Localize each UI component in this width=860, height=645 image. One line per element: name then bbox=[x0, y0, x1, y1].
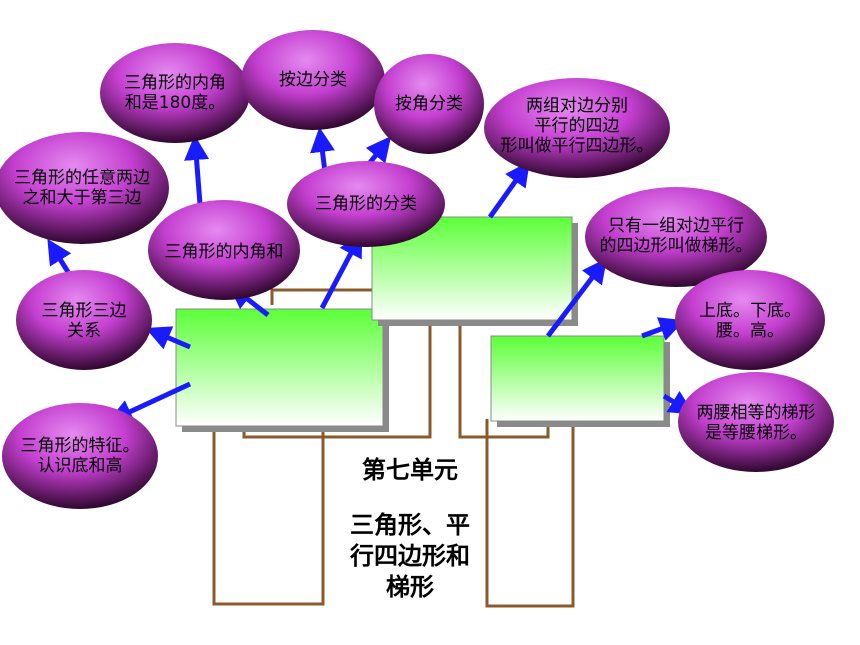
bubble-isosceles: 两腰相等的梯形 是等腰梯形。 bbox=[678, 398, 834, 448]
bubble-by-side: 按边分类 bbox=[241, 50, 385, 110]
bubble-two-sides-shape bbox=[0, 132, 169, 244]
bubble-by-side-text: 按边分类 bbox=[279, 70, 347, 90]
bubble-angle-sum-text: 三角形的内角和 bbox=[164, 242, 284, 262]
bubble-trapezoid-parts-shape bbox=[675, 270, 825, 370]
unit-label: 第七单元 bbox=[362, 456, 458, 484]
bubble-trapezoid-def-text: 只有一组对边平行 的四边形叫做梯形。 bbox=[599, 216, 753, 256]
bubble-parallelogram: 两组对边分别 平行的四边 形叫做平行四边形。 bbox=[484, 84, 670, 168]
bubble-classification-text: 三角形的分类 bbox=[315, 194, 417, 214]
bubble-angle-sum: 三角形的内角和 bbox=[148, 232, 300, 272]
bubble-two-sides: 三角形的任意两边 之和大于第三边 bbox=[0, 150, 169, 226]
right-trunk bbox=[485, 419, 575, 608]
bubble-shapes bbox=[0, 30, 834, 509]
bubble-side-relation-text: 三角形三边 关系 bbox=[41, 301, 127, 341]
arrow-to-trapezoid-def bbox=[546, 258, 608, 338]
bubble-side-relation-shape bbox=[16, 270, 152, 370]
bubble-sum-180: 三角形的内角 和是180度。 bbox=[100, 48, 250, 138]
arrow-to-two-sides bbox=[47, 238, 72, 274]
bubble-trapezoid-def: 只有一组对边平行 的四边形叫做梯形。 bbox=[585, 210, 767, 262]
arrow-to-sum-180 bbox=[184, 135, 210, 205]
bubble-by-side-shape bbox=[241, 30, 385, 130]
bubble-classification-shape bbox=[287, 161, 445, 247]
bubble-by-angle: 按角分类 bbox=[374, 74, 484, 134]
bubble-features-shape bbox=[2, 403, 158, 509]
bubble-angle-sum-shape bbox=[148, 200, 300, 300]
bubble-isosceles-shape bbox=[678, 372, 834, 472]
bubble-side-relation: 三角形三边 关系 bbox=[16, 298, 152, 344]
topic-title: 三角形、平 行四边形和 梯形 bbox=[330, 510, 490, 603]
bubble-parallelogram-text: 两组对边分别 平行的四边 形叫做平行四边形。 bbox=[500, 96, 654, 156]
arrow-to-trapezoid-parts bbox=[641, 317, 685, 341]
bubble-two-sides-text: 三角形的任意两边 之和大于第三边 bbox=[14, 168, 150, 208]
arrow-to-by-side bbox=[310, 127, 335, 173]
box-center bbox=[371, 216, 578, 326]
upper-trunk-left bbox=[270, 288, 372, 305]
bubble-trapezoid-parts: 上底。下底。 腰。高。 bbox=[675, 296, 825, 346]
left-trunk bbox=[212, 425, 325, 606]
box-left bbox=[175, 308, 389, 432]
box-right bbox=[490, 335, 670, 427]
bubble-trapezoid-parts-text: 上底。下底。 腰。高。 bbox=[699, 301, 801, 341]
bubble-features-text: 三角形的特征。 认识底和高 bbox=[20, 436, 140, 476]
unit-title: 第七单元 bbox=[330, 455, 490, 485]
bubble-isosceles-text: 两腰相等的梯形 是等腰梯形。 bbox=[696, 403, 816, 443]
bubble-classification: 三角形的分类 bbox=[287, 184, 445, 224]
bubble-parallelogram-shape bbox=[484, 78, 670, 178]
center-right-connector bbox=[458, 318, 550, 439]
arrow-to-side-relation bbox=[145, 326, 191, 350]
bubble-by-angle-shape bbox=[374, 54, 484, 154]
arrow-to-parallelogram bbox=[487, 160, 530, 219]
bubble-by-angle-text: 按角分类 bbox=[395, 94, 463, 114]
bubble-sum-180-shape bbox=[100, 43, 250, 143]
bubble-features: 三角形的特征。 认识底和高 bbox=[2, 430, 158, 482]
topic-label: 三角形、平 行四边形和 梯形 bbox=[350, 511, 470, 601]
bubble-sum-180-text: 三角形的内角 和是180度。 bbox=[124, 73, 226, 113]
arrow-to-classification bbox=[319, 231, 363, 310]
arrow-to-by-angle bbox=[365, 136, 392, 167]
bubble-trapezoid-def-shape bbox=[585, 187, 767, 287]
